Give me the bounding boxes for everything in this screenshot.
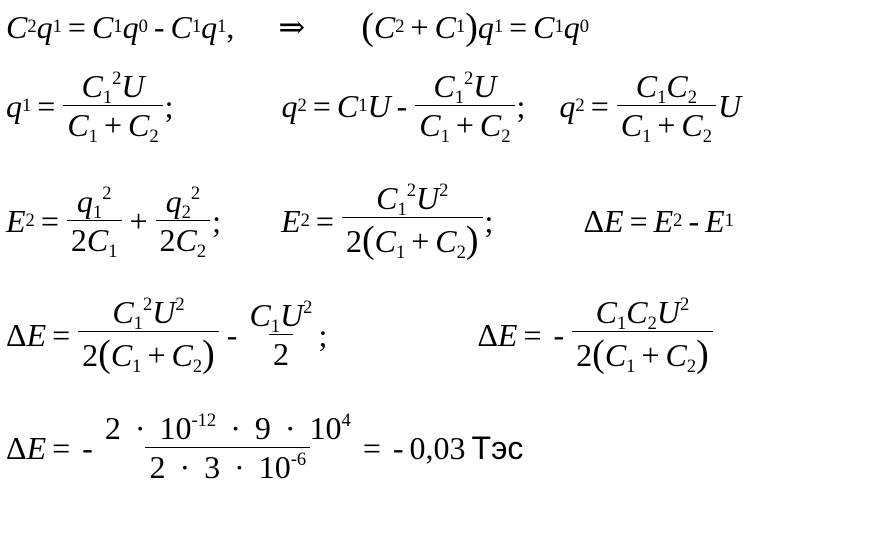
- exponent: -6: [290, 449, 307, 471]
- number-three: 3: [204, 449, 221, 485]
- fraction: C12U2 2(C1+C2): [341, 181, 483, 262]
- number-ten: 10: [159, 410, 192, 446]
- fraction: C1C2 C1+C2: [616, 70, 717, 146]
- number-two: 2: [149, 449, 166, 485]
- exponent: -12: [191, 410, 217, 432]
- fraction: C1U2 2: [249, 297, 313, 372]
- number-two: 2: [104, 410, 121, 446]
- number-ten: 10: [258, 449, 291, 485]
- fraction: C12U C1+C2: [415, 69, 515, 146]
- result-value: 0,03: [409, 429, 466, 466]
- implies-symbol: ⇒: [278, 9, 306, 45]
- unit-label: Тэс: [471, 429, 524, 466]
- number-ten: 10: [309, 410, 342, 446]
- fraction: C12U2 2(C1+C2): [78, 295, 219, 376]
- exponent: 4: [341, 410, 351, 432]
- fraction: C12U C1+C2: [63, 69, 163, 146]
- fraction: 2 · 10-12 · 9 · 104 2 · 3 · 10-6: [104, 410, 351, 485]
- fraction: q22 2C2: [155, 184, 211, 261]
- number-nine: 9: [254, 410, 271, 446]
- fraction: q12 2C1: [66, 184, 122, 261]
- fraction: C1C2U2 2(C1+C2): [572, 295, 713, 376]
